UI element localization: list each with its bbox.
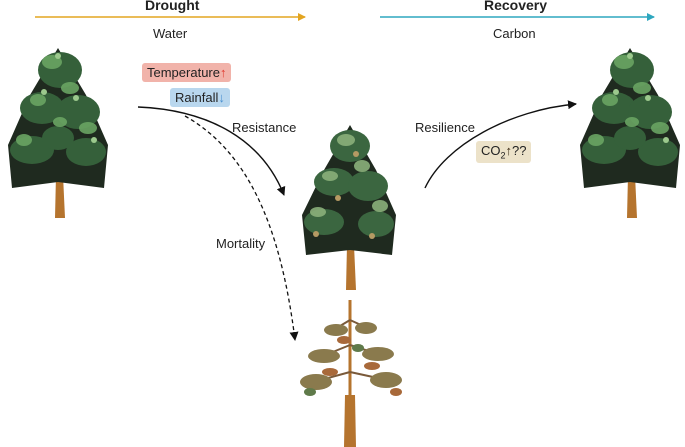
temperature-badge: Temperature↑ — [142, 63, 232, 82]
co2-badge: CO2↑?? — [476, 141, 532, 163]
mortality-arrow — [184, 115, 299, 341]
temperature-label: Temperature — [147, 65, 220, 80]
drought-title: Drought — [145, 0, 200, 13]
rainfall-badge: Rainfall↓ — [170, 88, 230, 107]
arrow-up-icon: ↑ — [505, 143, 513, 158]
resistance-arrow — [137, 106, 286, 196]
healthy-tree-initial — [8, 48, 108, 218]
recovery-subtitle: Carbon — [493, 26, 536, 41]
recovery-title: Recovery — [484, 0, 548, 13]
resilience-label: Resilience — [415, 120, 475, 135]
arrow-up-icon: ↑ — [219, 65, 227, 80]
co2-question: ?? — [512, 143, 527, 158]
rainfall-label: Rainfall — [175, 90, 219, 105]
stressed-tree — [302, 125, 396, 290]
co2-label: CO — [481, 143, 501, 158]
mortality-label: Mortality — [216, 236, 266, 251]
dead-tree — [300, 300, 402, 447]
resistance-label: Resistance — [232, 120, 297, 135]
resilience-arrow — [424, 100, 577, 189]
co2-subscript: 2 — [500, 150, 506, 161]
healthy-tree-recovered — [580, 48, 680, 218]
arrow-down-icon: ↓ — [218, 90, 225, 105]
drought-subtitle: Water — [153, 26, 188, 41]
